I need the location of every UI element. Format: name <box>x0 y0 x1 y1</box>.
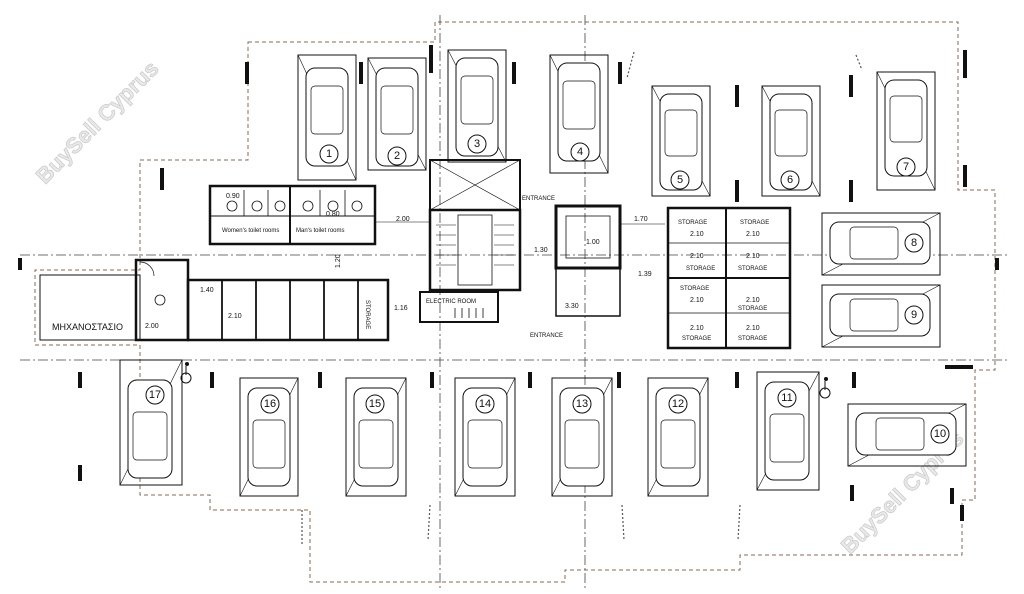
parking-bay-7: 7 <box>876 71 936 191</box>
parking-bay-5: 5 <box>651 85 711 197</box>
parking-number: 11 <box>781 392 792 404</box>
storage-label: STORAGE <box>682 336 711 342</box>
watermark-top: BuySell Cyprus <box>31 56 164 189</box>
storage-label: STORAGE <box>738 336 767 342</box>
parking-bay-8: 8 <box>821 212 941 276</box>
machine-room-label: ΜΗΧΑΝΟΣΤΑΣΙΟ <box>52 322 123 332</box>
parking-number: 7 <box>903 161 909 173</box>
dim-130: 1.30 <box>534 247 548 254</box>
parking-bay-14: 14 <box>454 377 516 497</box>
parking-number: 16 <box>264 398 276 410</box>
dim-210: 2.10 <box>746 297 760 304</box>
dim-210: 2.10 <box>228 313 242 320</box>
curb-marks <box>301 51 863 545</box>
storage-label: STORAGE <box>738 266 767 272</box>
storage-label: STORAGE <box>738 306 767 312</box>
parking-number: 9 <box>911 309 917 321</box>
structural-columns <box>18 45 999 521</box>
parking-bay-16: 16 <box>239 377 299 497</box>
parking-number: 3 <box>474 138 480 150</box>
machine-room: ΜΗΧΑΝΟΣΤΑΣΙΟ 2.00 <box>39 258 190 342</box>
dim-210: 2.10 <box>690 253 704 260</box>
wheelchair-icon <box>819 377 831 399</box>
parking-number: 8 <box>911 237 917 249</box>
stair-core: ENTRANCE 1.30 ELECTRIC ROOM ENTRANCE <box>419 159 563 339</box>
electric-room-label: ELECTRIC ROOM <box>426 299 476 305</box>
dim-210: 2.10 <box>746 253 760 260</box>
parking-number: 12 <box>672 398 684 410</box>
dim-080: 0.80 <box>326 211 340 218</box>
parking-bay-12: 12 <box>647 377 709 497</box>
storage-label: STORAGE <box>740 220 769 226</box>
parking-bay-6: 6 <box>761 85 821 197</box>
dim-116: 1.16 <box>394 305 408 312</box>
storage-label: STORAGE <box>686 266 715 272</box>
toilets-block: Women's toilet rooms Man's toilet rooms … <box>208 184 430 246</box>
parking-bay-15: 15 <box>345 377 407 497</box>
parking-number: 2 <box>394 150 400 162</box>
parking-number: 5 <box>677 174 683 186</box>
dim-200-mach: 2.00 <box>145 323 159 330</box>
dim-140: 1.40 <box>200 287 214 294</box>
parking-bay-2: 2 <box>367 57 427 171</box>
dim-210: 2.10 <box>746 231 760 238</box>
dim-210: 2.10 <box>690 297 704 304</box>
parking-number: 10 <box>934 428 946 440</box>
parking-bay-4: 4 <box>549 54 609 174</box>
parking-number: 4 <box>577 146 583 158</box>
dim-170: 1.70 <box>634 216 648 223</box>
dim-200-toilets: 2.00 <box>396 216 410 223</box>
parking-bay-3: 3 <box>447 49 507 163</box>
parking-number: 13 <box>576 398 588 410</box>
dim-090: 0.90 <box>226 193 240 200</box>
storage-label: STORAGE <box>364 300 370 329</box>
storage-label: STORAGE <box>680 286 709 292</box>
parking-bay-1: 1 <box>297 54 357 181</box>
mens-toilets-label: Man's toilet rooms <box>296 228 345 234</box>
dim-330: 3.30 <box>565 303 579 310</box>
storage-grid-right: STORAGE STORAGE STORAGE STORAGE STORAGE … <box>666 206 792 350</box>
parking-bay-17: 17 <box>119 359 192 486</box>
parking-bay-11: 11 <box>756 371 831 491</box>
entrance-bottom-label: ENTRANCE <box>530 333 563 339</box>
storage-row-left: 1.40 2.10 1.16 STORAGE 1.20 <box>186 254 408 342</box>
lift-shaft: 1.00 3.30 1.70 1.39 <box>554 204 665 317</box>
parking-bay-10: 10 <box>847 403 967 467</box>
womens-toilets-label: Women's toilet rooms <box>222 228 279 234</box>
parking-number: 1 <box>326 148 332 160</box>
site-boundary <box>34 21 996 583</box>
parking-bay-9: 9 <box>821 284 941 348</box>
dim-100-lift: 1.00 <box>586 239 600 246</box>
parking-number: 15 <box>369 398 381 410</box>
dim-210: 2.10 <box>746 325 760 332</box>
parking-number: 14 <box>479 398 491 410</box>
parking-bay-13: 13 <box>551 377 613 497</box>
parking-number: 17 <box>149 389 161 401</box>
dim-210: 2.10 <box>690 325 704 332</box>
dim-139: 1.39 <box>638 271 652 278</box>
entrance-top-label: ENTRANCE <box>522 196 555 202</box>
dim-120: 1.20 <box>335 254 342 268</box>
parking-number: 6 <box>787 174 793 186</box>
wheelchair-icon <box>180 362 192 384</box>
storage-label: STORAGE <box>678 220 707 226</box>
dim-210: 2.10 <box>690 231 704 238</box>
